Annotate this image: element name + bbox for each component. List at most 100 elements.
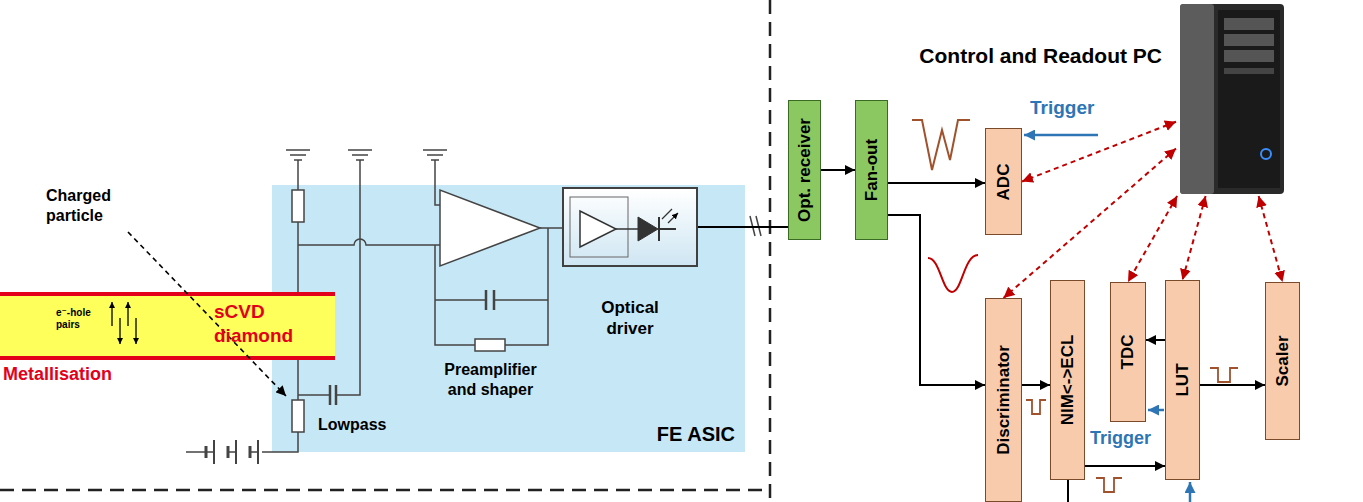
schematic-wire	[262, 432, 298, 452]
node-text: Scaler	[1273, 335, 1293, 386]
diamond-band: e⁻-hole pairs sCVD diamond	[0, 292, 335, 358]
callout-label: Metallisation	[3, 364, 112, 385]
pc-icon: Control and Readout PC	[1176, 4, 1288, 196]
schematic-wire	[297, 222, 299, 292]
node-text: Opt. receiver	[795, 118, 815, 222]
node-text: FE ASIC	[657, 423, 735, 446]
callout-label: Charged particle	[46, 186, 141, 226]
signal-connector	[698, 226, 788, 228]
callout-label: Trigger	[1090, 428, 1151, 449]
metallisation-layer	[0, 292, 335, 296]
charge-arrow	[119, 318, 120, 344]
power-button	[1261, 149, 1271, 159]
resistor-symbol	[292, 190, 304, 222]
schematic-wire	[435, 160, 440, 205]
node-text: LUT	[1173, 363, 1193, 396]
trigger-arrow	[1024, 134, 1098, 137]
pc-case	[1180, 4, 1284, 194]
ground-symbol	[423, 150, 447, 160]
drive-bay	[1224, 68, 1274, 74]
charge-arrow	[127, 302, 128, 326]
tdc-box: TDC	[1110, 282, 1146, 422]
metallisation-layer	[0, 356, 335, 360]
pc-front	[1218, 10, 1280, 188]
amplifier-symbol	[440, 190, 540, 266]
amplifier-symbol	[580, 211, 616, 247]
node-text: ADC	[994, 163, 1014, 200]
discriminator-box: Discriminator	[985, 298, 1022, 502]
schematic-wire	[297, 360, 299, 400]
control-link	[1128, 196, 1177, 282]
converter-box: NIM<->ECL	[1050, 280, 1085, 480]
ground-symbol	[348, 150, 372, 160]
node-text: Fan-out	[862, 139, 882, 201]
node-text: Control and Readout PC	[919, 44, 1162, 68]
drive-bay	[1224, 18, 1274, 30]
adc-box: ADC	[985, 128, 1022, 235]
control-link	[1022, 122, 1176, 182]
signal-connector	[1200, 384, 1265, 386]
asic-region: Optical driver FE ASIC	[272, 185, 745, 452]
capacitor-symbol	[486, 290, 494, 310]
digital-pulse	[1096, 478, 1122, 492]
ground-symbol	[286, 150, 310, 160]
signal-wire	[1067, 480, 1069, 502]
schematic-wire	[298, 239, 440, 245]
node-text: TDC	[1118, 335, 1138, 370]
resistor-symbol	[292, 400, 304, 432]
capacitor-symbol	[330, 385, 336, 405]
driver-drawing	[564, 189, 696, 265]
pc-side	[1180, 4, 1214, 194]
control-link	[1259, 196, 1283, 282]
control-link	[1004, 149, 1177, 298]
drive-bay	[1224, 50, 1274, 62]
receiver-box: Opt. receiver	[788, 100, 821, 240]
signal-connector	[1146, 339, 1165, 341]
control-link	[1183, 196, 1206, 280]
charge-arrow	[111, 302, 112, 326]
schematic-wire	[298, 394, 330, 396]
schematic-wire	[435, 299, 548, 301]
pc-drawing	[1176, 4, 1288, 196]
light-arrow	[662, 209, 678, 223]
schematic-wire	[435, 245, 475, 345]
fanout-box: Fan-out	[855, 100, 888, 240]
schematic-wire	[297, 160, 299, 190]
driver-drawing	[658, 217, 676, 241]
charge-arrow	[135, 318, 136, 344]
callout-label: Trigger	[1030, 97, 1094, 119]
signal-connector	[1085, 465, 1165, 467]
dashed-divider	[0, 0, 770, 502]
node-text: sCVD diamond	[214, 300, 326, 348]
callout-label: Lowpass	[318, 416, 386, 434]
node-text: Optical driver	[589, 297, 671, 339]
drive-bay	[1224, 34, 1274, 46]
signal-connector	[1022, 384, 1050, 386]
schematic-wire	[505, 228, 548, 345]
digital-pulse	[1026, 400, 1046, 414]
charge-arrow	[112, 302, 136, 344]
schematic-wire	[336, 160, 360, 395]
driver-drawing	[616, 228, 638, 230]
driver-frame	[570, 197, 628, 257]
lut-box: LUT	[1165, 280, 1200, 480]
led-symbol	[638, 217, 658, 241]
node-text: NIM<->ECL	[1058, 335, 1078, 426]
signal-connector	[888, 182, 985, 184]
resistor-symbol	[475, 339, 505, 351]
trigger-arrow	[1189, 482, 1192, 502]
signal-connector	[888, 215, 985, 385]
shaped-pulse	[928, 255, 978, 292]
schematic-wire	[540, 227, 562, 229]
scaler-box: Scaler	[1265, 282, 1300, 440]
analog-pulse	[912, 120, 970, 170]
trigger-arrow	[1148, 409, 1164, 412]
node-text: e⁻-hole pairs	[56, 307, 106, 331]
driver-box: Optical driver	[562, 187, 698, 267]
asic-ground	[272, 185, 745, 452]
signal-connector	[821, 169, 855, 171]
node-text: Discriminator	[994, 345, 1014, 455]
schematic-wire	[186, 451, 258, 453]
